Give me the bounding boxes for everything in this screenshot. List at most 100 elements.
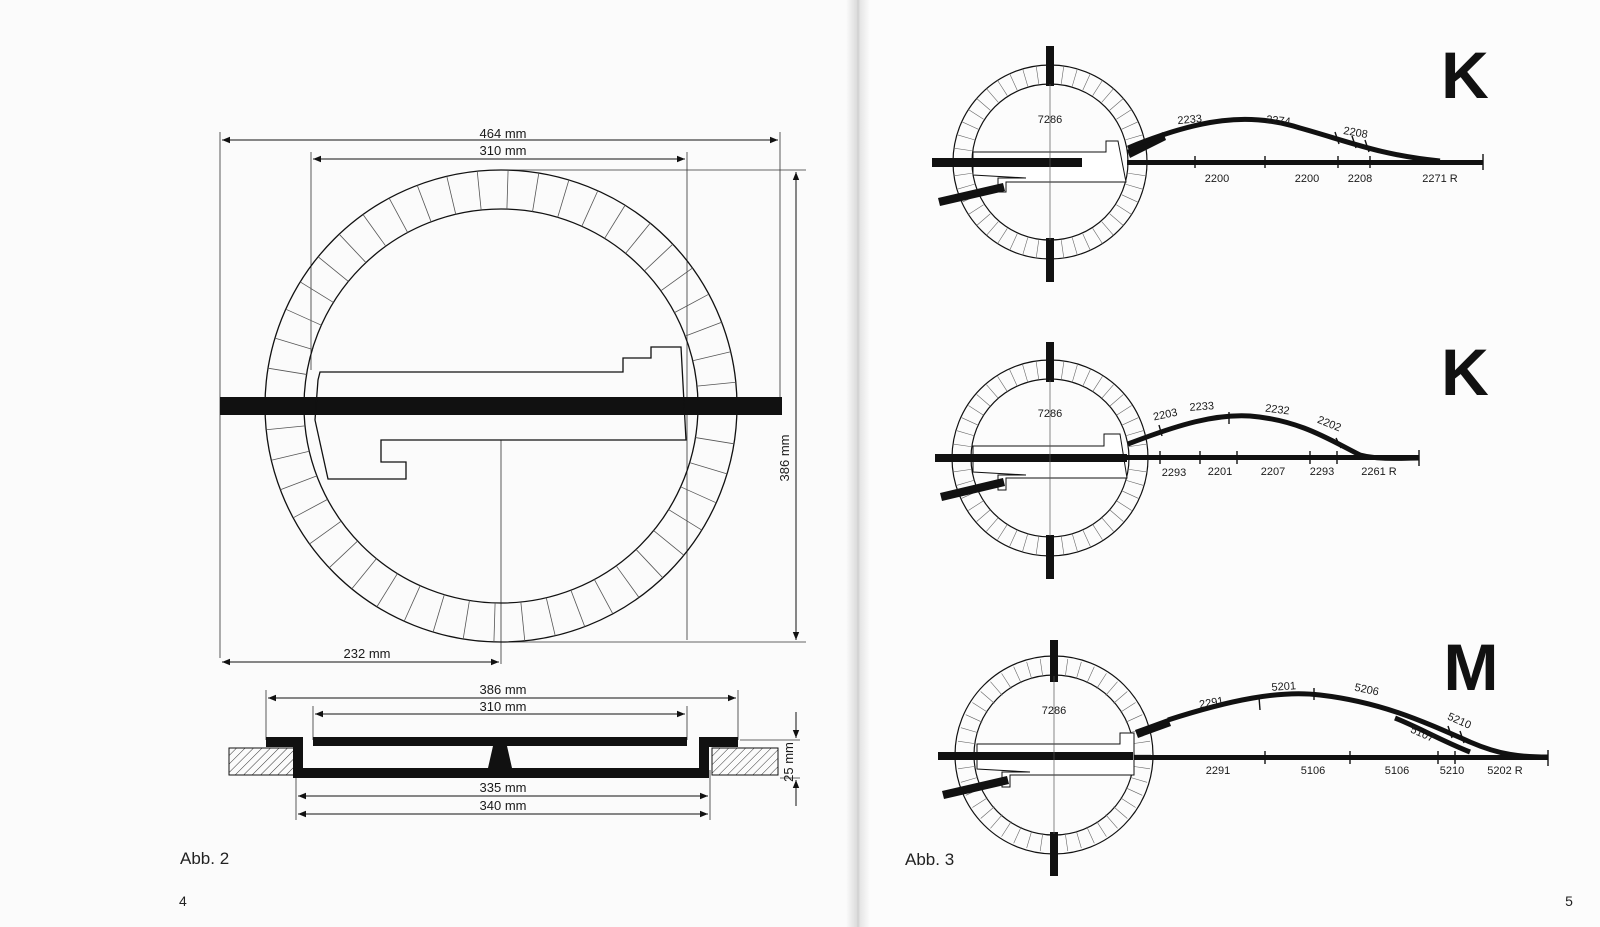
ring-tick (1060, 536, 1065, 555)
ring-tick (1116, 204, 1132, 215)
ring-tick (271, 450, 310, 461)
ring-tick (692, 351, 731, 362)
track-label: 2208 (1348, 173, 1372, 185)
ring-tick (976, 213, 991, 226)
ring-tick (506, 170, 509, 210)
ring-tick (432, 594, 445, 633)
ring-tick (1009, 369, 1018, 387)
ring-tick (593, 579, 614, 615)
ring-tick (957, 765, 976, 770)
system-letter: K (1441, 335, 1489, 409)
ring-tick (953, 468, 972, 473)
ring-tick (1125, 183, 1144, 190)
ring-tick (1013, 826, 1022, 844)
ring-tick (1096, 821, 1107, 837)
track-label: 2233 (1189, 400, 1214, 414)
ring-tick (1125, 479, 1144, 486)
track-label: 2207 (1261, 466, 1285, 478)
ring-tick (1105, 814, 1118, 829)
ring-tick (1035, 361, 1040, 380)
ring-tick (1060, 361, 1065, 380)
ring-tick (1092, 524, 1103, 540)
ring-tick (960, 776, 979, 783)
ring-tick (953, 443, 972, 448)
track-label: 5106 (1385, 765, 1409, 777)
dim-radius: 232 mm (344, 646, 391, 661)
ring-tick (1101, 88, 1114, 103)
ring-tick (1092, 376, 1103, 392)
ring-tick (1064, 833, 1069, 852)
ring-tick (1128, 172, 1147, 177)
ring-tick (653, 530, 685, 556)
ring-tick (581, 190, 599, 227)
ring-tick (1039, 833, 1044, 852)
ring-tick (446, 176, 457, 215)
track-label: 2208 (1342, 125, 1368, 141)
ring-tick (338, 233, 367, 263)
ring-tick (1092, 228, 1103, 244)
ring-tick (1009, 73, 1018, 91)
ring-tick (267, 367, 307, 375)
ring-tick (1113, 806, 1128, 819)
ring-tick (968, 405, 984, 416)
ring-tick (1125, 134, 1144, 141)
ring-tick (968, 109, 984, 120)
turntable-label: 7286 (1038, 408, 1062, 420)
ring-tick (1096, 673, 1107, 689)
track-label: 2200 (1205, 173, 1229, 185)
ring-tick (1109, 98, 1124, 111)
system-letter: K (1441, 38, 1489, 112)
dim-overall-height: 386 mm (777, 435, 792, 482)
ring-tick (462, 600, 470, 640)
ring-tick (956, 134, 975, 141)
ring-tick (660, 267, 693, 292)
ring-tick (997, 524, 1008, 540)
ring-tick (1071, 364, 1078, 383)
ring-tick (685, 321, 722, 337)
ring-tick (635, 549, 664, 579)
dim-overall-width: 464 mm (480, 126, 527, 141)
layout-m: 7286 2291 5201 5206 5210 5107 2291 5106 … (938, 630, 1549, 876)
dim-bottom-inner: 335 mm (480, 780, 527, 795)
layout-k-1: 7286 2233 2274 2208 2200 2200 2208 2271 … (932, 38, 1489, 282)
ring-tick (1039, 658, 1044, 677)
ring-tick (292, 498, 328, 519)
ring-tick (388, 197, 409, 233)
main-track (220, 397, 782, 415)
dim-top-inner: 310 mm (480, 699, 527, 714)
center-pivot (488, 746, 512, 768)
ring-tick (1121, 194, 1139, 203)
ring-tick (997, 80, 1008, 96)
ring-tick (1035, 240, 1040, 259)
track-label: 5202 R (1487, 765, 1523, 777)
ring-tick (1071, 68, 1078, 87)
ring-tick (1035, 536, 1040, 555)
ring-tick (1009, 233, 1018, 251)
figure-caption-left: Abb. 2 (180, 849, 229, 868)
ring-tick (953, 147, 972, 152)
ring-tick (997, 228, 1008, 244)
ring-tick (1109, 213, 1124, 226)
ring-tick (1060, 65, 1065, 84)
pit-profile (266, 737, 738, 778)
ring-tick (1109, 509, 1124, 522)
ring-tick (493, 602, 496, 642)
ring-tick (1082, 369, 1091, 387)
ring-tick (1092, 80, 1103, 96)
ring-tick (1086, 666, 1095, 684)
track-label: 2201 (1208, 466, 1232, 478)
ring-tick (625, 222, 651, 254)
ground-left (228, 747, 295, 776)
ring-tick (986, 517, 999, 532)
ring-tick (674, 293, 710, 314)
ring-tick (362, 214, 387, 247)
ring-tick (1121, 490, 1139, 499)
ring-tick (1086, 826, 1095, 844)
figure-caption-right: Abb. 3 (905, 850, 954, 869)
ring-tick (317, 256, 349, 282)
page-gutter (846, 0, 870, 927)
track-label: 2291 (1198, 695, 1224, 711)
turntable-label: 7286 (1042, 705, 1066, 717)
ring-tick (403, 585, 421, 622)
system-letter: M (1444, 630, 1499, 704)
